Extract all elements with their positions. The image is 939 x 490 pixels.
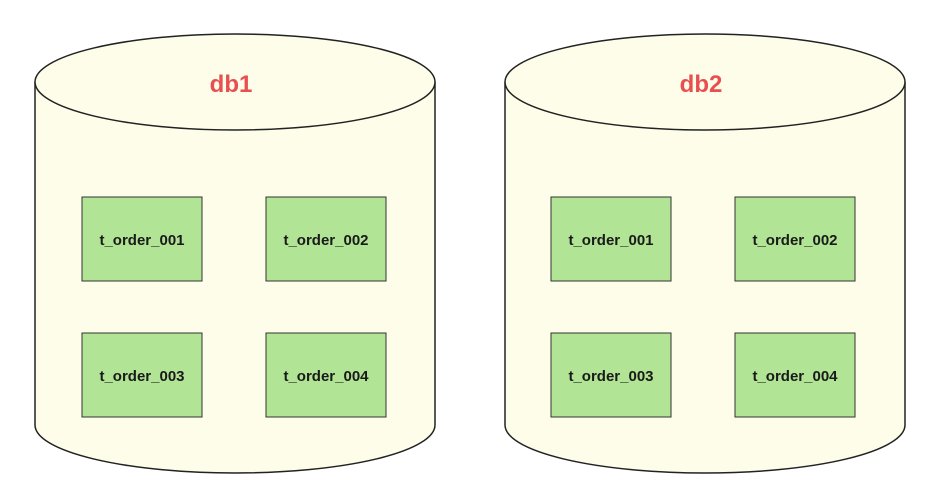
table-name: t_order_004 (283, 368, 369, 385)
table-box: t_order_001 (550, 196, 672, 282)
cylinder-top (504, 33, 906, 131)
database-db2: db2 t_order_001 t_order_002 t_order_003 … (504, 33, 906, 474)
table-box: t_order_002 (734, 196, 856, 282)
table-box: t_order_002 (265, 196, 387, 282)
table-name: t_order_003 (568, 368, 653, 385)
cylinder-top (34, 33, 436, 131)
table-name: t_order_002 (752, 232, 837, 249)
table-name: t_order_004 (752, 368, 838, 385)
table-name: t_order_003 (99, 368, 184, 385)
table-name: t_order_001 (568, 232, 653, 249)
table-name: t_order_002 (283, 232, 368, 249)
table-name: t_order_001 (99, 232, 184, 249)
database-name: db2 (680, 71, 723, 98)
table-box: t_order_003 (81, 332, 203, 418)
table-box: t_order_004 (265, 332, 387, 418)
table-box: t_order_001 (81, 196, 203, 282)
table-box: t_order_003 (550, 332, 672, 418)
database-db1: db1 t_order_001 t_order_002 t_order_003 … (34, 33, 436, 474)
table-box: t_order_004 (734, 332, 856, 418)
database-name: db1 (210, 71, 253, 98)
